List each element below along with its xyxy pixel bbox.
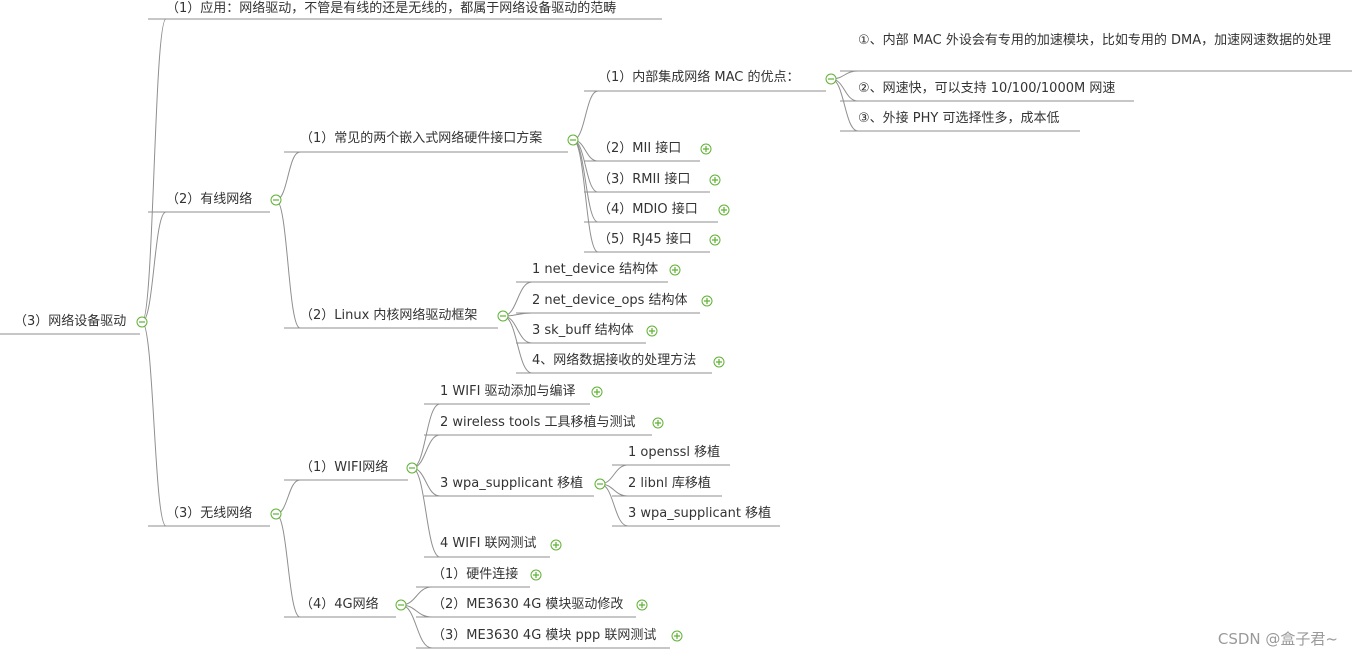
connector-line: [572, 139, 599, 253]
plus-circle-icon[interactable]: [669, 264, 681, 276]
node-rj45[interactable]: （5）RJ45 接口: [598, 232, 692, 247]
node-wireless-tools[interactable]: 2 wireless tools 工具移植与测试: [440, 415, 636, 430]
node-linux-driver-framework[interactable]: （2）Linux 内核网络驱动框架: [300, 308, 478, 323]
plus-circle-icon[interactable]: [652, 417, 664, 429]
node-net-device-ops[interactable]: 2 net_device_ops 结构体: [532, 293, 688, 308]
minus-circle-icon[interactable]: [825, 73, 837, 85]
connector-line: [572, 139, 599, 223]
connector-line: [502, 315, 533, 344]
node-mac-advantage-2[interactable]: ②、网速快，可以支持 10/100/1000M 网速: [858, 81, 1116, 96]
node-net-device[interactable]: 1 net_device 结构体: [532, 262, 659, 277]
plus-circle-icon[interactable]: [636, 599, 648, 611]
connector-line: [141, 18, 167, 323]
minus-circle-icon[interactable]: [406, 462, 418, 474]
node-wifi-test[interactable]: 4 WIFI 联网测试: [440, 536, 537, 551]
minus-circle-icon[interactable]: [270, 508, 282, 520]
connector-line: [275, 513, 301, 618]
node-mac-advantage-1[interactable]: ①、内部 MAC 外设会有专用的加速模块，比如专用的 DMA，加速网速数据的处理: [858, 33, 1332, 48]
connector-line: [275, 479, 301, 515]
connector-line: [141, 211, 167, 323]
node-4g-network[interactable]: （4）4G网络: [300, 597, 379, 612]
node-sk-buff[interactable]: 3 sk_buff 结构体: [532, 323, 634, 338]
plus-circle-icon[interactable]: [550, 539, 562, 551]
connector-line: [502, 315, 533, 374]
watermark: CSDN @盒子君~: [1217, 630, 1338, 648]
connector-line: [141, 321, 167, 527]
minus-circle-icon[interactable]: [270, 194, 282, 206]
node-hw-connection[interactable]: （1）硬件连接: [432, 567, 519, 582]
connector-line: [572, 90, 599, 141]
plus-circle-icon[interactable]: [646, 325, 658, 337]
plus-circle-icon[interactable]: [701, 295, 713, 307]
node-mii[interactable]: （2）MII 接口: [598, 141, 682, 156]
node-me3630-driver[interactable]: （2）ME3630 4G 模块驱动修改: [432, 597, 624, 612]
plus-circle-icon[interactable]: [530, 569, 542, 581]
plus-circle-icon[interactable]: [591, 386, 603, 398]
node-application[interactable]: （1）应用：网络驱动，不管是有线的还是无线的，都属于网络设备驱动的范畴: [166, 1, 617, 16]
node-mdio[interactable]: （4）MDIO 接口: [598, 202, 698, 217]
node-wpa-port[interactable]: 3 wpa_supplicant 移植: [628, 506, 772, 521]
node-wifi-network[interactable]: （1）WIFI网络: [300, 460, 389, 475]
plus-circle-icon[interactable]: [700, 143, 712, 155]
node-hw-interface-schemes[interactable]: （1）常见的两个嵌入式网络硬件接口方案: [300, 131, 543, 146]
connector-line: [275, 151, 301, 201]
plus-circle-icon[interactable]: [709, 234, 721, 246]
plus-circle-icon[interactable]: [709, 174, 721, 186]
minus-circle-icon[interactable]: [497, 310, 509, 322]
node-wpa-supplicant[interactable]: 3 wpa_supplicant 移植: [440, 476, 584, 491]
minus-circle-icon[interactable]: [136, 316, 148, 328]
connector-line: [411, 467, 441, 497]
plus-circle-icon[interactable]: [671, 630, 683, 642]
minus-circle-icon[interactable]: [567, 134, 579, 146]
node-rmii[interactable]: （3）RMII 接口: [598, 172, 691, 187]
connector-line: [502, 281, 533, 317]
node-mac-advantage-3[interactable]: ③、外接 PHY 可选择性多，成本低: [858, 111, 1060, 126]
connector-line: [411, 434, 441, 469]
node-root[interactable]: （3）网络设备驱动: [14, 314, 127, 329]
node-wifi-driver[interactable]: 1 WIFI 驱动添加与编译: [440, 384, 576, 399]
plus-circle-icon[interactable]: [718, 204, 730, 216]
node-wired-network[interactable]: （2）有线网络: [166, 192, 253, 207]
connector-line: [275, 199, 301, 329]
node-me3630-ppp[interactable]: （3）ME3630 4G 模块 ppp 联网测试: [432, 628, 657, 643]
node-libnl[interactable]: 2 libnl 库移植: [628, 476, 711, 491]
node-openssl[interactable]: 1 openssl 移植: [628, 445, 721, 460]
node-wireless-network[interactable]: （3）无线网络: [166, 506, 253, 521]
node-mac-advantages[interactable]: （1）内部集成网络 MAC 的优点：: [598, 70, 800, 85]
node-rx-processing[interactable]: 4、网络数据接收的处理方法: [532, 353, 697, 368]
minus-circle-icon[interactable]: [395, 599, 407, 611]
minus-circle-icon[interactable]: [594, 478, 606, 490]
connector-line: [830, 78, 859, 132]
plus-circle-icon[interactable]: [713, 356, 725, 368]
